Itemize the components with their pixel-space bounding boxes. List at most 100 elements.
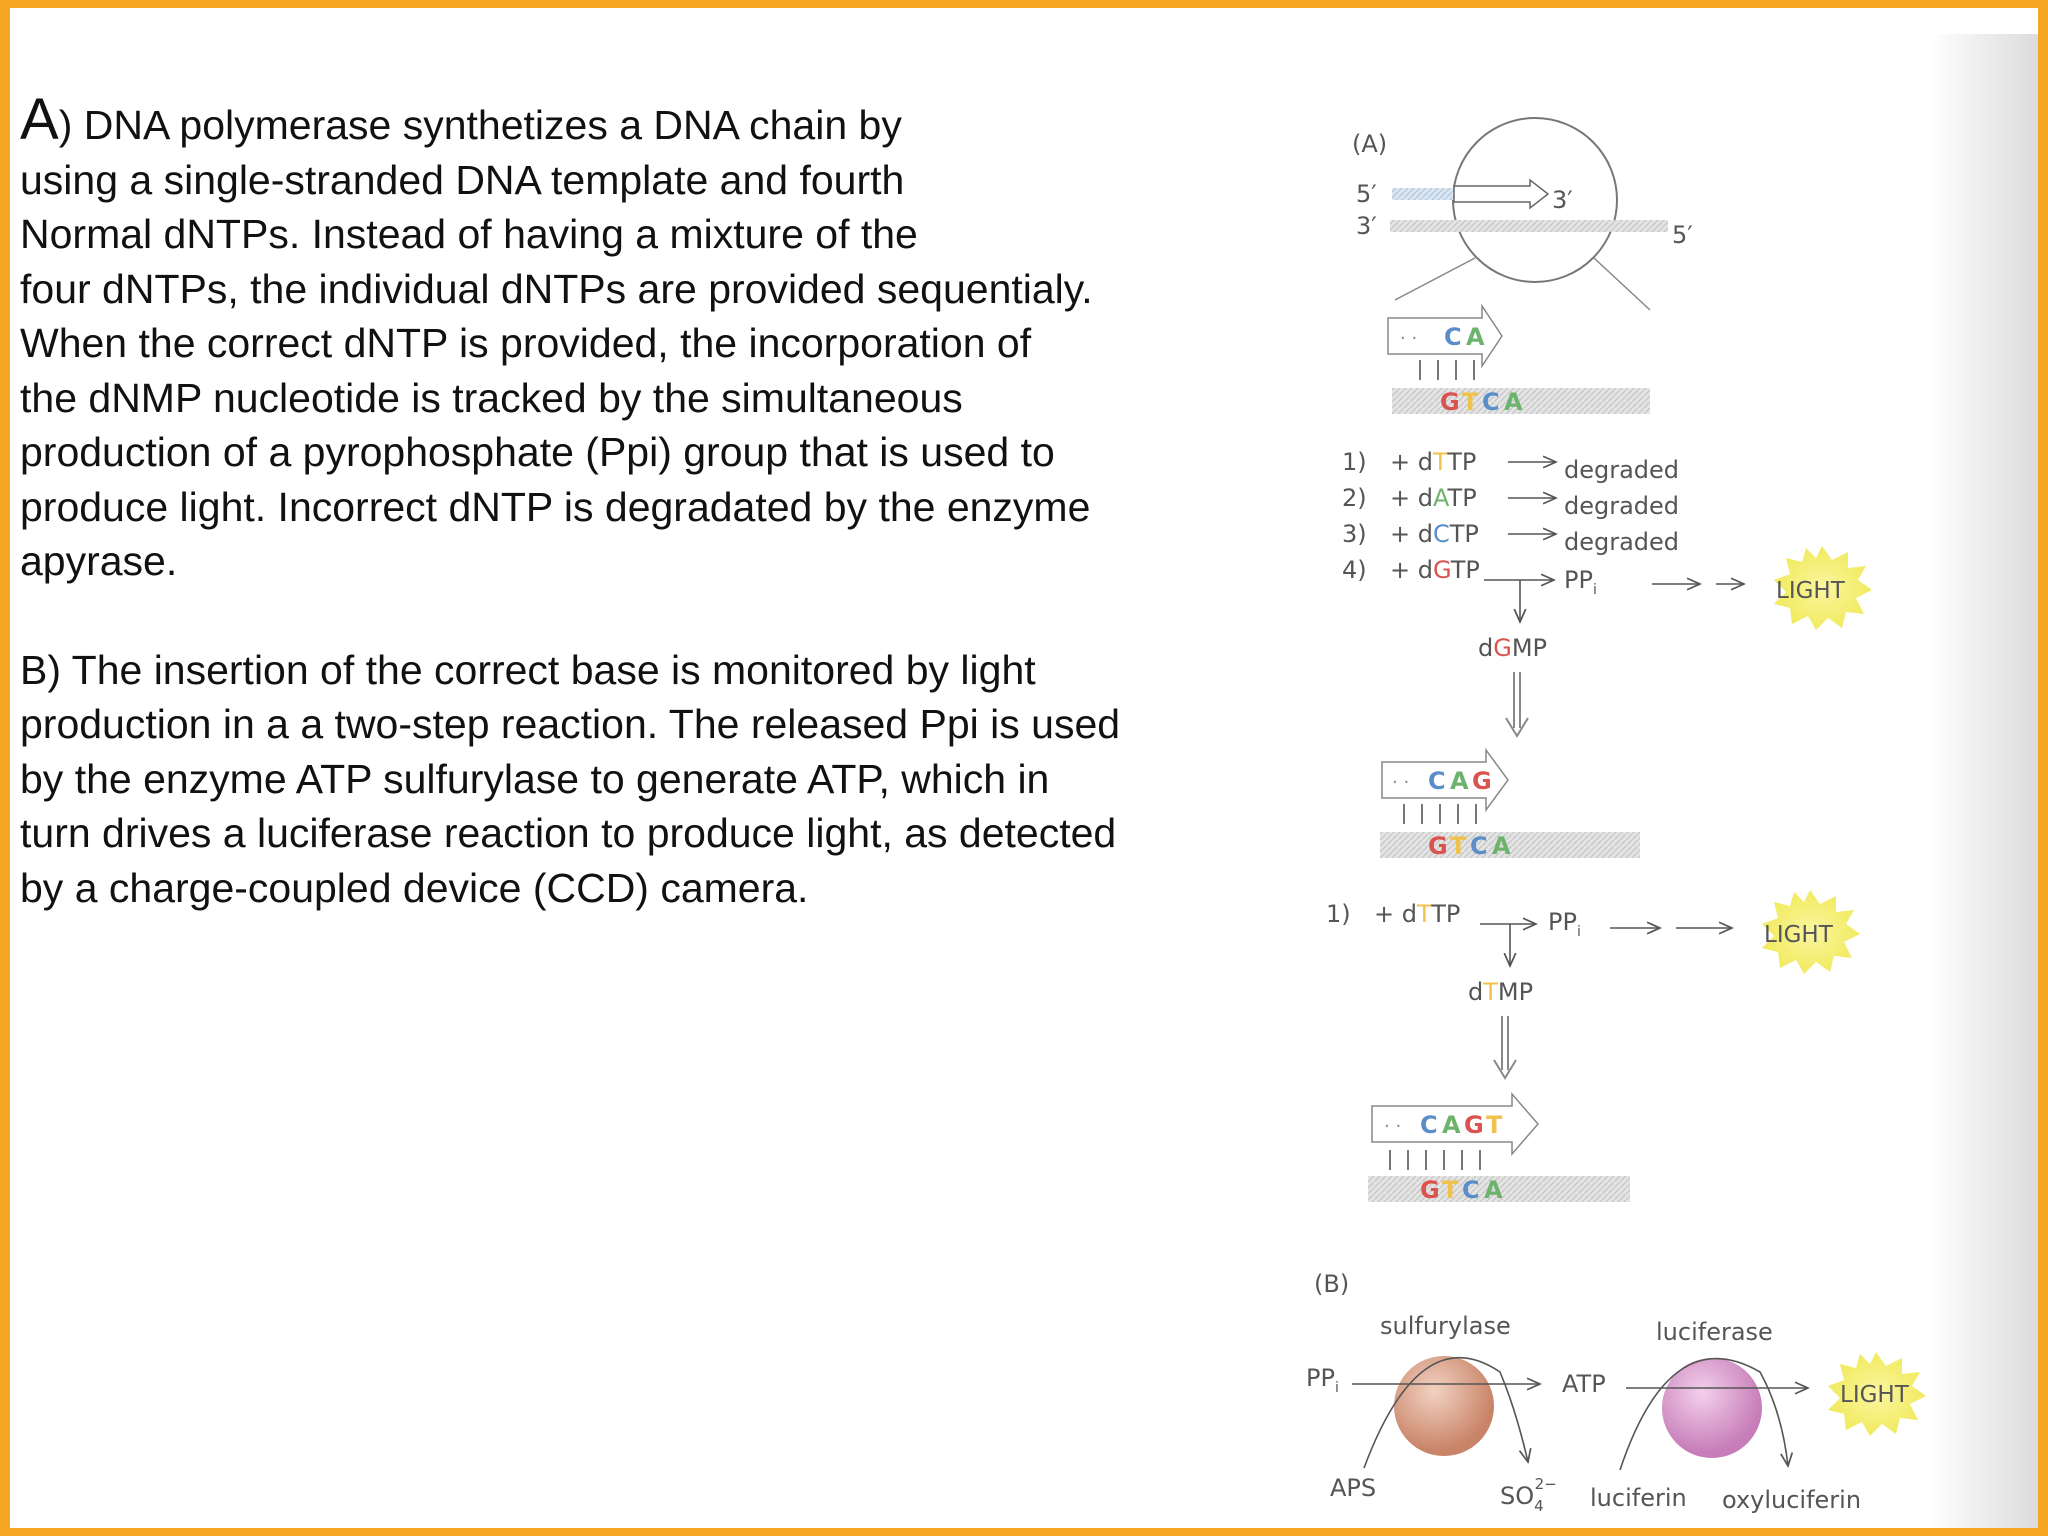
stage-dots: · · [1384,1116,1401,1137]
panel-a-label: (A) [1352,130,1387,158]
template-strand [1390,220,1668,232]
panel-b: (B) sulfurylase luciferase PPi ATP APS S… [1306,1270,1926,1515]
stage-dots: · · [1400,328,1417,349]
svg-text:+ dTTP: + dTTP [1390,448,1476,476]
svg-text:+ dGTP: + dGTP [1390,556,1480,584]
aps-label: APS [1330,1474,1376,1502]
base-C: C [1470,832,1488,860]
base-T: T [1482,978,1498,1006]
dntp-prefix: + d [1390,484,1433,512]
light-burst-2: LIGHT [1762,890,1860,974]
base-G: G [1428,832,1448,860]
base-A: A [1442,1111,1461,1139]
light-label: LIGHT [1776,578,1846,604]
ppi-label: PP [1548,908,1577,936]
so4-label: SO [1500,1482,1534,1510]
base-G: G [1493,634,1512,662]
base-A: A [1466,323,1485,351]
base-T: T [1442,1176,1459,1204]
description-text: A) DNA polymerase synthetizes a DNA chai… [20,91,1260,915]
oxyluciferin-label: oxyluciferin [1722,1486,1861,1514]
dntp-prefix: + d [1390,520,1433,548]
base-pair-ticks [1403,804,1477,824]
step-number: 1) [1326,900,1351,928]
base-T: T [1462,388,1479,416]
base-C: C [1482,388,1500,416]
base-G: G [1433,556,1451,584]
dntp-suffix: TP [1449,520,1479,548]
stage-dots: · · [1392,772,1409,793]
step-4: 4) + dGTP PPi [1342,556,1744,622]
ppi-subscript: i [1577,924,1581,940]
light-burst-3: LIGHT [1828,1352,1926,1436]
dntp-suffix: TP [1430,900,1460,928]
step-2: 2) + dATP degraded [1342,484,1679,520]
dntp-prefix: + d [1374,900,1417,928]
strand-bottom-3-label: 3′ [1356,212,1377,240]
base-C: C [1420,1111,1438,1139]
cofactor-arrow-2 [1619,1357,1788,1471]
zoom-line-right [1593,257,1651,311]
strand-top-5-label: 5′ [1356,180,1377,208]
atp-label: ATP [1562,1370,1606,1398]
dna-stage-2: · · C A G G T C A [1380,747,1640,860]
dntp-suffix: TP [1447,484,1477,512]
base-T: T [1486,1111,1503,1139]
step-number: 1) [1342,448,1367,476]
base-G: G [1440,388,1460,416]
strand-bottom-5-label: 5′ [1672,221,1693,249]
svg-text:PPi: PPi [1564,566,1597,598]
ppi-label: PP [1306,1364,1335,1392]
paragraph-a-body: ) DNA polymerase synthetizes a DNA chain… [20,102,1093,584]
base-G: G [1472,767,1492,795]
dnmp-product: dGMP [1478,634,1547,662]
base-C: C [1444,323,1462,351]
svg-text:SO42−: SO4 2− [1500,1475,1557,1515]
step-result: degraded [1564,528,1679,556]
step-number: 4) [1342,556,1367,584]
base-A: A [1450,767,1469,795]
step-result: degraded [1564,492,1679,520]
ppi-subscript: i [1593,582,1597,598]
base-G: G [1464,1111,1484,1139]
paragraph-b: B) The insertion of the correct base is … [20,646,1121,911]
svg-text:+ dTTP: + dTTP [1374,900,1460,928]
page-gutter-shadow [1930,34,2040,1528]
base-pair-ticks [1419,360,1475,380]
dntp-prefix: + d [1390,556,1433,584]
svg-text:PPi: PPi [1306,1364,1339,1396]
step-number: 2) [1342,484,1367,512]
dnmp-product: dTMP [1468,978,1533,1006]
ppi-subscript: i [1335,1380,1339,1396]
svg-text:+ dATP: + dATP [1390,484,1477,512]
light-burst-1: LIGHT [1774,546,1872,630]
enzyme-luciferase: luciferase [1656,1318,1773,1346]
step-2-row: 1) + dTTP PPi [1326,900,1732,966]
dna-stage-3: · · C A G T G T C A [1368,1091,1630,1204]
dntp-prefix: + d [1390,448,1433,476]
so4-superscript: 2− [1535,1475,1557,1493]
base-T: T [1432,448,1448,476]
cofactor-arrow-1 [1363,1356,1528,1469]
base-C: C [1428,767,1446,795]
base-pair-ticks [1389,1150,1481,1170]
panel-b-label: (B) [1314,1270,1349,1298]
zoom-line-left [1394,257,1476,301]
base-G: G [1420,1176,1440,1204]
ppi-label: PP [1564,566,1593,594]
panel-a: (A) 5′ 3′ 3′ 5′ · · C A G T C A [1326,117,1872,1204]
dntp-suffix: TP [1446,448,1476,476]
luciferase-sphere [1662,1358,1762,1458]
so4-subscript: 4 [1534,1497,1544,1515]
down-arrow [1493,1016,1517,1080]
base-A: A [1433,484,1450,512]
base-T: T [1416,900,1432,928]
primer-arrow [1453,178,1550,210]
base-A: A [1492,832,1511,860]
paragraph-a: A) DNA polymerase synthetizes a DNA chai… [20,91,1260,589]
base-T: T [1450,832,1467,860]
strand-top-3-label: 3′ [1552,186,1573,214]
step-1: 1) + dTTP degraded [1342,448,1679,484]
base-C: C [1433,520,1450,548]
